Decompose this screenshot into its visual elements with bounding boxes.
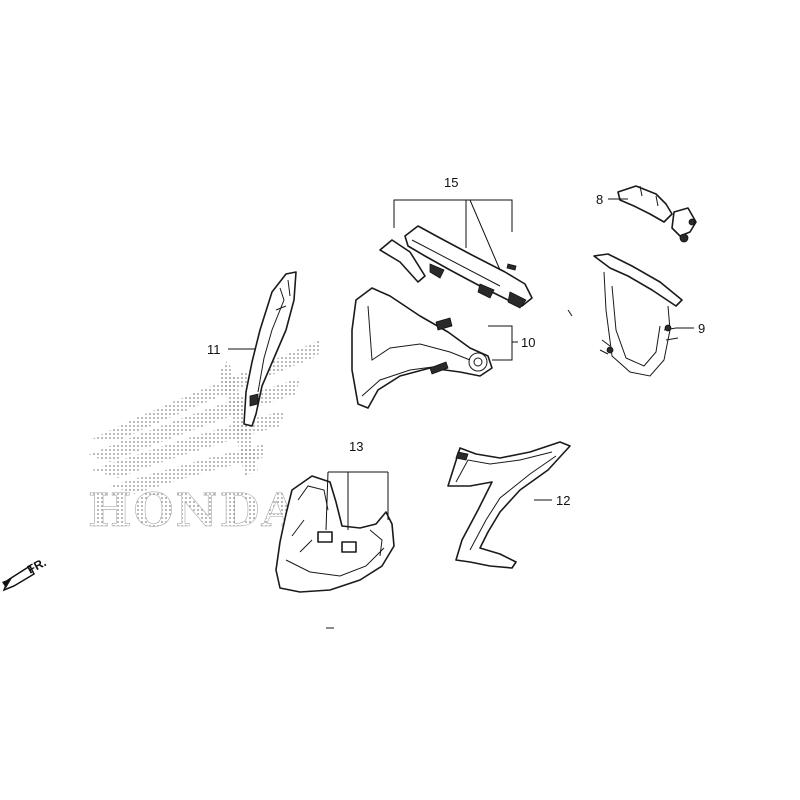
honda-wordmark: HONDA: [88, 483, 299, 537]
arrow-down-left-icon: [2, 564, 35, 592]
leader-lines: [228, 198, 694, 531]
callout-12: 12: [556, 493, 570, 508]
part-8-small-bracket: [617, 185, 697, 243]
tick-mark: [567, 309, 573, 317]
callout-15: 15: [444, 175, 458, 190]
part-9-frame-stay: [593, 253, 683, 377]
honda-wing-logo: [88, 340, 320, 494]
part-13-lower-cover: [275, 475, 395, 593]
callout-11: 11: [207, 342, 221, 357]
part-12-side-cover: [447, 441, 571, 569]
leader-15: [393, 199, 513, 271]
part-10-front-cover: [351, 287, 493, 409]
callout-8: 8: [596, 192, 603, 207]
leader-10: [488, 325, 518, 361]
leader-13: [325, 471, 389, 531]
front-direction-indicator: FR.: [2, 555, 48, 592]
part-15-bracket: [379, 225, 533, 309]
callout-9: 9: [698, 321, 705, 336]
callout-13: 13: [349, 439, 363, 454]
callout-10: 10: [521, 335, 535, 350]
part-11-side-panel: [243, 271, 297, 427]
